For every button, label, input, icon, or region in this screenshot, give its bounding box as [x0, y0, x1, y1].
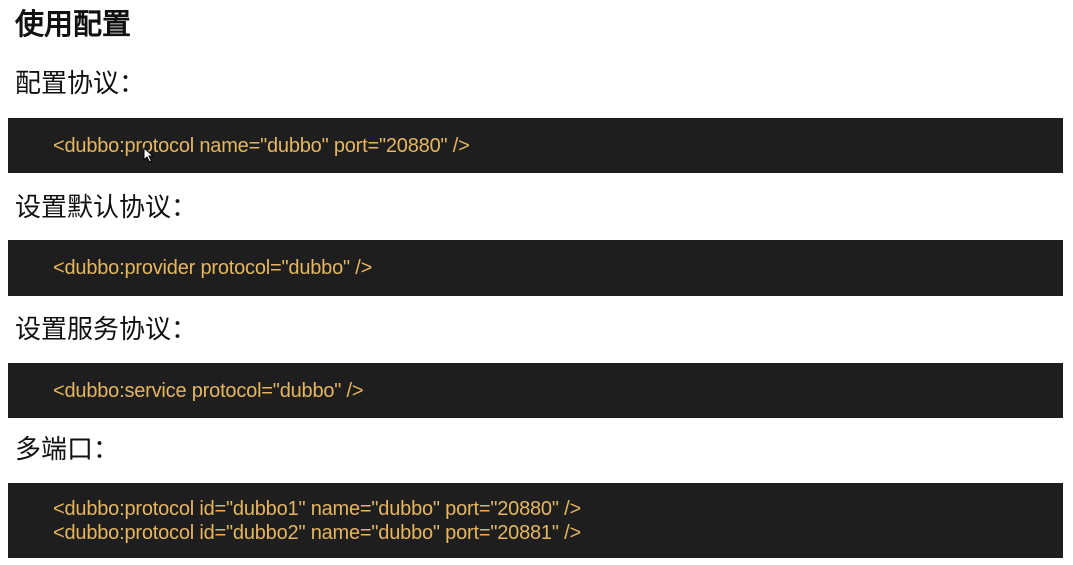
code-line: <dubbo:protocol id="dubbo2" name="dubbo"…: [53, 521, 581, 544]
code-block-protocol[interactable]: <dubbo:protocol name="dubbo" port="20880…: [8, 118, 1063, 173]
section-label-default-protocol: 设置默认协议：: [15, 193, 198, 223]
page-title: 使用配置: [15, 7, 132, 41]
code-line: <dubbo:protocol name="dubbo" port="20880…: [53, 134, 470, 157]
section-label-protocol: 配置协议：: [15, 69, 146, 99]
section-label-service-protocol: 设置服务协议：: [15, 315, 198, 345]
code-block-default-protocol[interactable]: <dubbo:provider protocol="dubbo" />: [8, 240, 1063, 296]
section-label-multi-port: 多端口：: [15, 435, 120, 465]
code-block-multi-port[interactable]: <dubbo:protocol id="dubbo1" name="dubbo"…: [8, 483, 1063, 558]
code-line: <dubbo:service protocol="dubbo" />: [53, 379, 364, 402]
code-block-service-protocol[interactable]: <dubbo:service protocol="dubbo" />: [8, 363, 1063, 418]
code-line: <dubbo:protocol id="dubbo1" name="dubbo"…: [53, 497, 581, 520]
code-line: <dubbo:provider protocol="dubbo" />: [53, 257, 373, 279]
